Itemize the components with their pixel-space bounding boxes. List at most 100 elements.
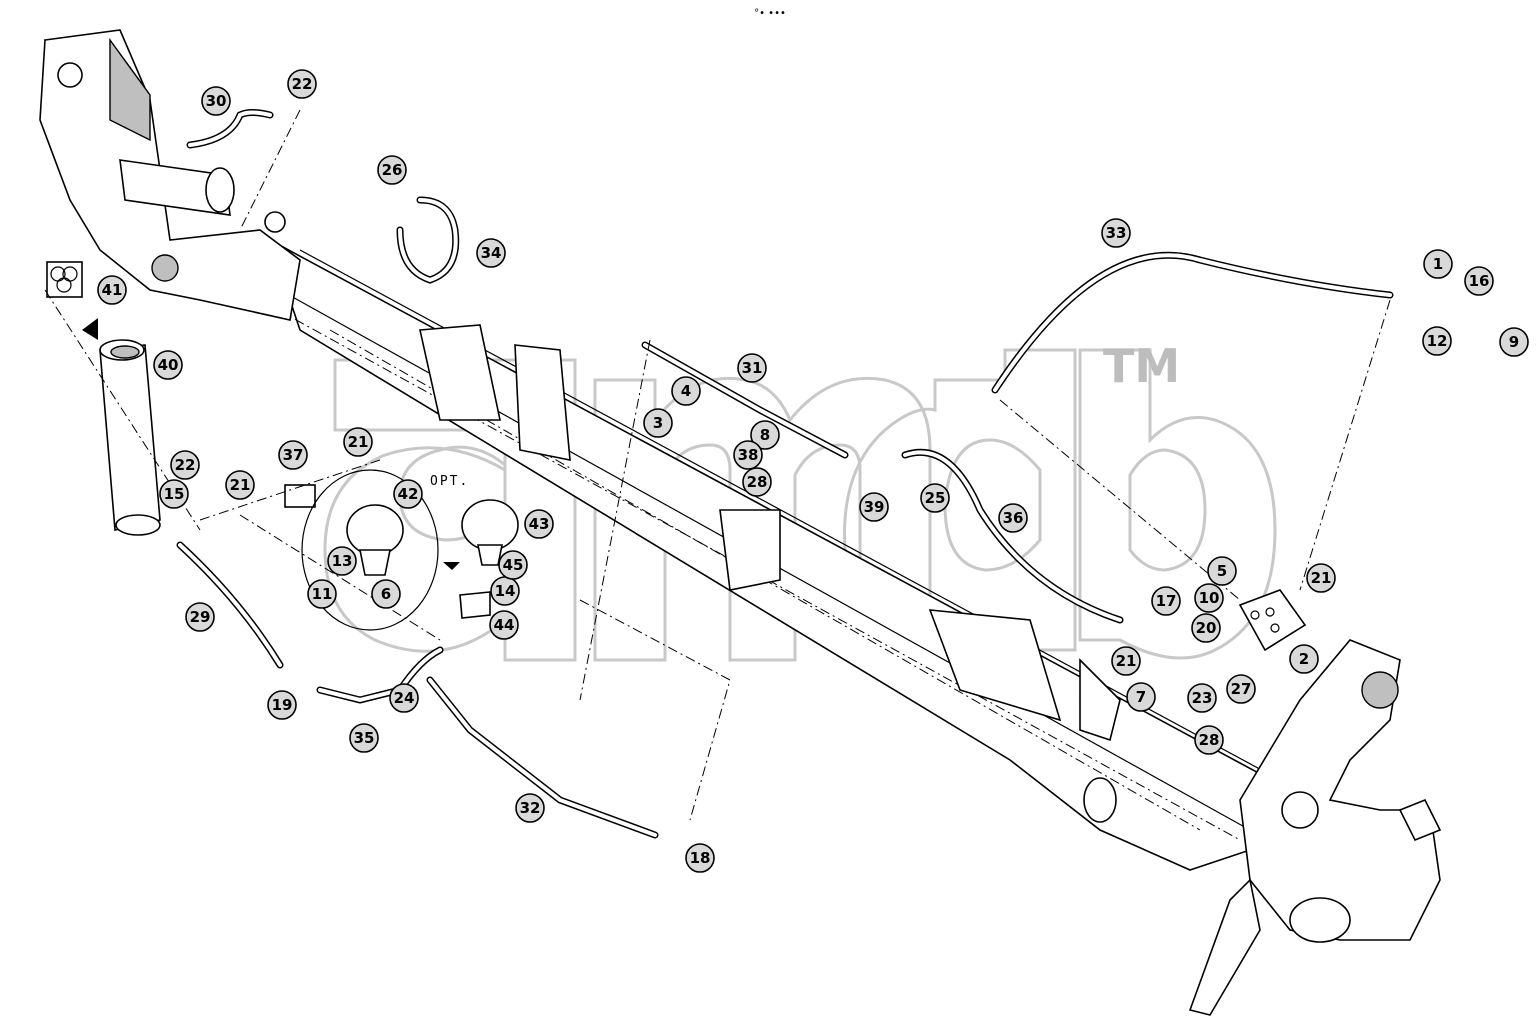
callout-6: 6 [371,579,401,609]
trademark: TM [1103,339,1180,393]
svg-text:40: 40 [158,356,179,374]
svg-text:16: 16 [1469,272,1490,290]
callout-40: 40 [153,350,183,380]
svg-text:25: 25 [925,489,946,507]
callout-11: 11 [307,579,337,609]
callout-43: 43 [524,509,554,539]
svg-text:32: 32 [520,799,541,817]
svg-text:6: 6 [381,585,391,603]
valve-block-2 [1238,589,1307,652]
callout-32: 32 [515,793,545,823]
callout-38: 38 [733,440,763,470]
callout-27: 27 [1226,674,1256,704]
right-swing-bracket [1083,639,1442,1016]
callout-4: 4 [671,376,701,406]
svg-text:17: 17 [1156,592,1177,610]
svg-text:45: 45 [503,556,524,574]
callout-13: 13 [327,546,357,576]
callout-28a: 28 [742,467,772,497]
svg-text:43: 43 [529,515,550,533]
svg-text:3: 3 [653,414,663,432]
callout-19: 19 [267,690,297,720]
svg-text:22: 22 [175,456,196,474]
callout-29: 29 [185,602,215,632]
svg-text:38: 38 [738,446,759,464]
svg-text:20: 20 [1196,619,1217,637]
callout-7: 7 [1126,682,1156,712]
svg-text:4: 4 [681,382,691,400]
callout-41: 41 [97,275,127,305]
callout-34: 34 [476,238,506,268]
svg-text:9: 9 [1509,333,1519,351]
svg-text:41: 41 [102,281,123,299]
svg-text:34: 34 [481,244,502,262]
callouts: 1 2 3 4 5 6 7 8 9 10 11 12 13 14 15 16 1… [97,69,1529,873]
callout-3: 3 [643,408,673,438]
svg-text:13: 13 [332,552,353,570]
svg-text:37: 37 [283,446,304,464]
callout-21c: 21 [1306,563,1336,593]
svg-text:29: 29 [190,608,211,626]
svg-text:36: 36 [1003,509,1024,527]
callout-26: 26 [377,155,407,185]
svg-text:19: 19 [272,696,293,714]
callout-25: 25 [920,483,950,513]
callout-12: 12 [1422,326,1452,356]
callout-15: 15 [159,479,189,509]
left-swing-bracket [39,29,301,321]
top-marker: °• ••• [754,8,786,19]
svg-text:28: 28 [747,473,768,491]
callout-18: 18 [685,843,715,873]
svg-text:10: 10 [1199,589,1220,607]
callout-33: 33 [1101,218,1131,248]
callout-9: 9 [1499,327,1529,357]
svg-text:42: 42 [398,485,419,503]
svg-text:33: 33 [1106,224,1127,242]
accumulators: OPT. [284,469,519,631]
callout-21d: 21 [1111,646,1141,676]
svg-text:11: 11 [312,585,333,603]
cylinder-40 [99,339,161,536]
svg-text:24: 24 [394,689,415,707]
svg-text:39: 39 [864,498,885,516]
option-label: OPT. [430,474,469,489]
callout-22a: 22 [287,69,317,99]
callout-39: 39 [859,492,889,522]
label-plate-41 [46,261,98,340]
callout-17: 17 [1151,586,1181,616]
svg-text:1: 1 [1433,255,1443,273]
svg-text:8: 8 [760,426,770,444]
svg-text:21: 21 [1311,569,1332,587]
svg-text:15: 15 [164,485,185,503]
svg-text:7: 7 [1136,688,1146,706]
callout-21b: 21 [225,470,255,500]
callout-21a: 21 [343,427,373,457]
callout-16: 16 [1464,266,1494,296]
svg-text:27: 27 [1231,680,1252,698]
svg-text:12: 12 [1427,332,1448,350]
callout-23: 23 [1187,683,1217,713]
callout-22b: 22 [170,450,200,480]
svg-text:44: 44 [494,616,515,634]
svg-text:22: 22 [292,75,313,93]
callout-8: 8 [750,420,780,450]
svg-text:31: 31 [742,359,763,377]
center-brackets [419,324,1121,742]
hydraulic-hoses [176,109,1394,839]
callout-2: 2 [1289,644,1319,674]
callout-10: 10 [1194,583,1224,613]
callout-5: 5 [1207,556,1237,586]
callout-44: 44 [489,610,519,640]
callout-45: 45 [498,550,528,580]
svg-text:21: 21 [230,476,251,494]
svg-text:18: 18 [690,849,711,867]
svg-text:28: 28 [1199,731,1220,749]
callout-1: 1 [1423,249,1453,279]
callout-28b: 28 [1194,725,1224,755]
svg-text:14: 14 [495,582,516,600]
svg-text:23: 23 [1192,689,1213,707]
callout-42: 42 [393,479,423,509]
svg-text:26: 26 [382,161,403,179]
callout-35: 35 [349,723,379,753]
